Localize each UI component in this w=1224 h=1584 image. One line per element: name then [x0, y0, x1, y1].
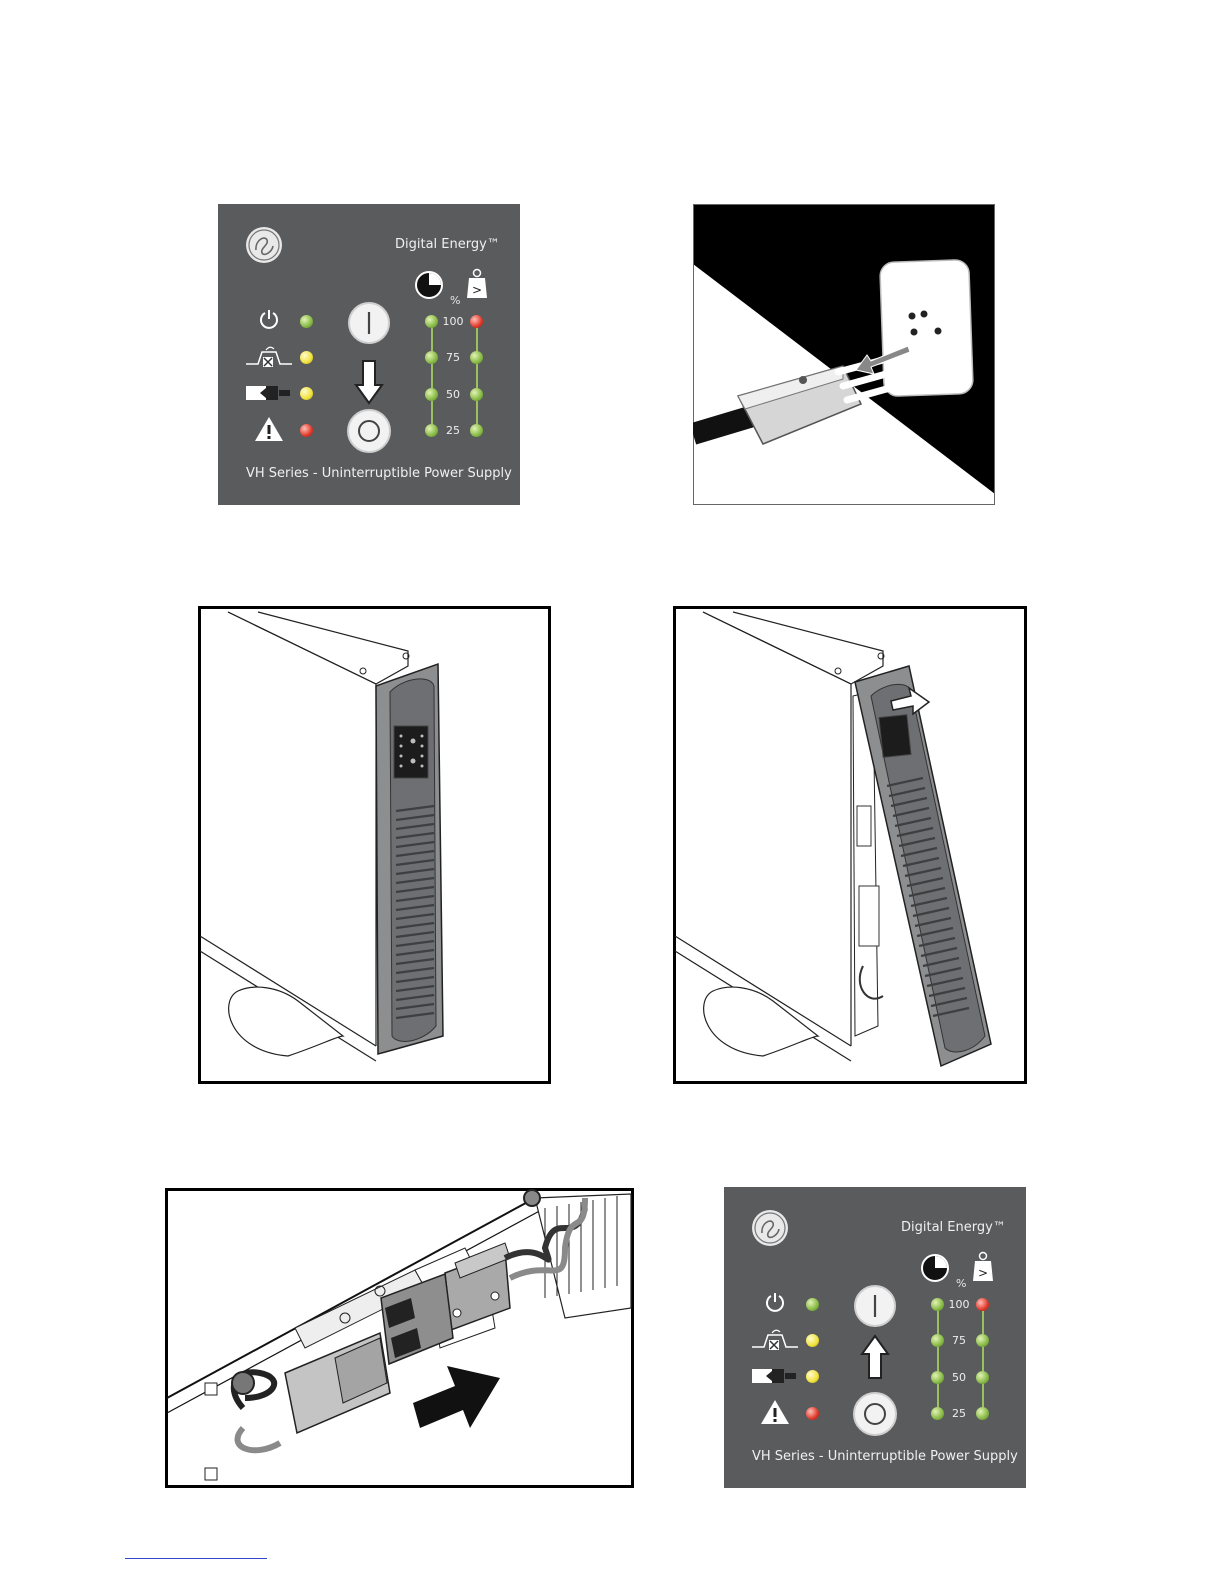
ups-front-cover-removal	[673, 606, 1027, 1084]
footnote-rule	[125, 1558, 267, 1559]
level-label-50: 50	[440, 388, 466, 401]
runtime-led-25	[425, 424, 438, 437]
warning-icon	[760, 1399, 790, 1425]
battery-mode-icon	[246, 385, 292, 401]
led-battery	[806, 1370, 819, 1383]
on-button[interactable]	[853, 1284, 897, 1328]
off-button[interactable]	[346, 408, 392, 454]
level-label-25: 25	[946, 1407, 972, 1420]
on-button[interactable]	[347, 301, 391, 345]
power-on-icon	[258, 308, 280, 330]
bypass-icon	[246, 344, 294, 370]
level-label-75: 75	[946, 1334, 972, 1347]
load-level-icon: >	[972, 1251, 994, 1283]
load-ladder-line	[982, 1304, 984, 1414]
led-battery	[300, 387, 313, 400]
runtime-led-75	[425, 351, 438, 364]
percent-symbol: %	[956, 1277, 966, 1290]
brand-label: Digital Energy™	[901, 1220, 1006, 1235]
series-label: VH Series - Uninterruptible Power Supply	[246, 466, 512, 481]
down-arrow-icon	[354, 359, 384, 405]
led-fault	[806, 1407, 819, 1420]
led-fault	[300, 424, 313, 437]
load-led-75	[976, 1334, 989, 1347]
brand-label: Digital Energy™	[395, 237, 500, 252]
battery-connector-insert	[165, 1188, 634, 1488]
load-led-25	[470, 424, 483, 437]
ge-logo-icon	[751, 1209, 789, 1247]
load-level-icon: >	[466, 268, 488, 300]
level-label-100: 100	[440, 315, 466, 328]
runtime-led-100	[425, 315, 438, 328]
runtime-led-75	[931, 1334, 944, 1347]
runtime-led-25	[931, 1407, 944, 1420]
warning-icon	[254, 416, 284, 442]
ups-control-panel-on: Digital Energy™ > % 100 75 50 2	[724, 1187, 1026, 1488]
load-led-50	[976, 1371, 989, 1384]
series-label: VH Series - Uninterruptible Power Supply	[752, 1449, 1018, 1464]
led-power	[806, 1298, 819, 1311]
load-ladder-line	[476, 321, 478, 431]
load-led-100	[976, 1298, 989, 1311]
load-led-25	[976, 1407, 989, 1420]
battery-mode-icon	[752, 1368, 798, 1384]
level-label-50: 50	[946, 1371, 972, 1384]
runtime-led-50	[931, 1371, 944, 1384]
led-bypass	[300, 351, 313, 364]
power-on-icon	[764, 1291, 786, 1313]
percent-symbol: %	[450, 294, 460, 307]
ups-control-panel-off: Digital Energy™ > %	[218, 204, 520, 505]
wall-socket	[880, 259, 974, 396]
svg-text:>: >	[472, 283, 482, 297]
off-button[interactable]	[852, 1391, 898, 1437]
led-power	[300, 315, 313, 328]
led-bypass	[806, 1334, 819, 1347]
ups-tower-front-cover	[198, 606, 551, 1084]
battery-runtime-icon	[414, 270, 444, 300]
svg-text:>: >	[978, 1266, 988, 1280]
runtime-led-100	[931, 1298, 944, 1311]
runtime-ladder-line	[431, 321, 433, 431]
load-led-100	[470, 315, 483, 328]
plug-into-wall-socket	[693, 204, 995, 505]
runtime-ladder-line	[937, 1304, 939, 1414]
level-label-25: 25	[440, 424, 466, 437]
battery-runtime-icon	[920, 1253, 950, 1283]
runtime-led-50	[425, 388, 438, 401]
bypass-icon	[752, 1327, 800, 1353]
level-label-75: 75	[440, 351, 466, 364]
load-led-50	[470, 388, 483, 401]
load-led-75	[470, 351, 483, 364]
ge-logo-icon	[245, 226, 283, 264]
level-label-100: 100	[946, 1298, 972, 1311]
up-arrow-icon	[860, 1334, 890, 1380]
